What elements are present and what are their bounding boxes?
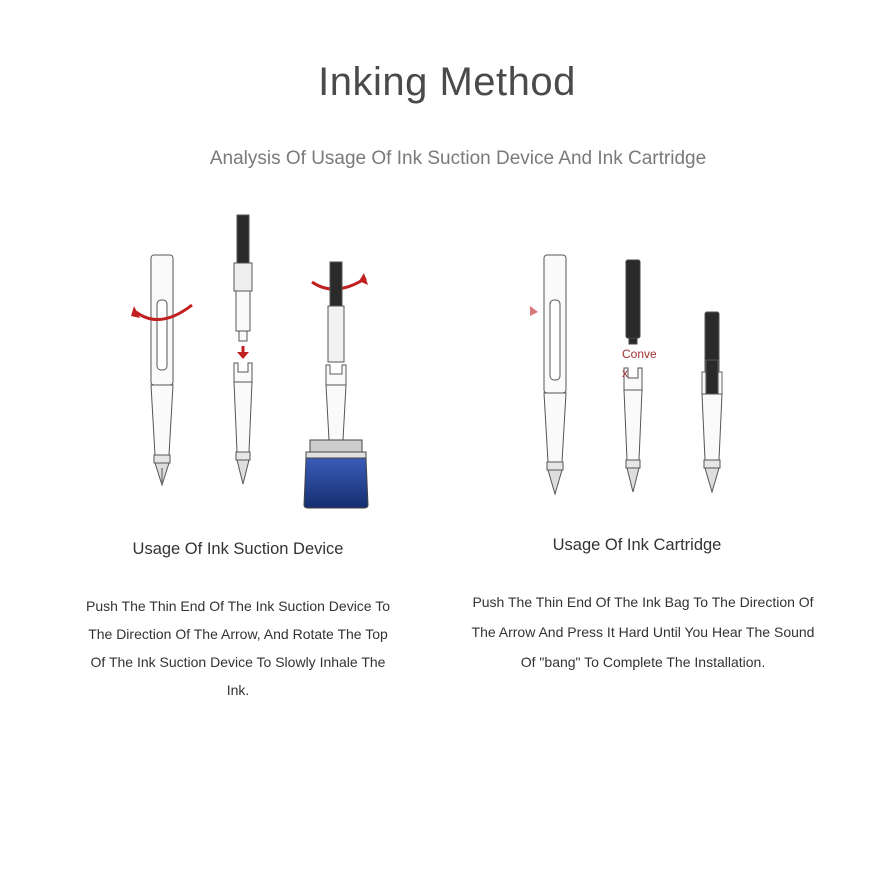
- ink-cartridge-instructions: Push The Thin End Of The Ink Bag To The …: [471, 594, 815, 670]
- pen-section-right: [623, 367, 643, 493]
- ink-suction-instructions: Push The Thin End Of The Ink Suction Dev…: [85, 598, 391, 698]
- ink-cartridge: [625, 259, 641, 345]
- rotate-arrow-left: [135, 303, 193, 322]
- pen-assembled-right: [701, 311, 723, 494]
- pen-section-left: [233, 362, 253, 485]
- converter-label-2: x: [622, 366, 628, 380]
- page-title: Inking Method: [318, 60, 576, 104]
- pen-with-cap-right: [543, 254, 567, 496]
- ink-cartridge-heading: Usage Of Ink Cartridge: [552, 536, 722, 554]
- ink-converter: [233, 214, 253, 342]
- ink-suction-heading: Usage Of Ink Suction Device: [132, 540, 344, 558]
- converter-label: Conve: [622, 347, 657, 361]
- page-subtitle: Analysis Of Usage Of Ink Suction Device …: [209, 148, 707, 169]
- pen-with-cap-left: [150, 254, 174, 487]
- ink-bottle-icon: [303, 439, 369, 509]
